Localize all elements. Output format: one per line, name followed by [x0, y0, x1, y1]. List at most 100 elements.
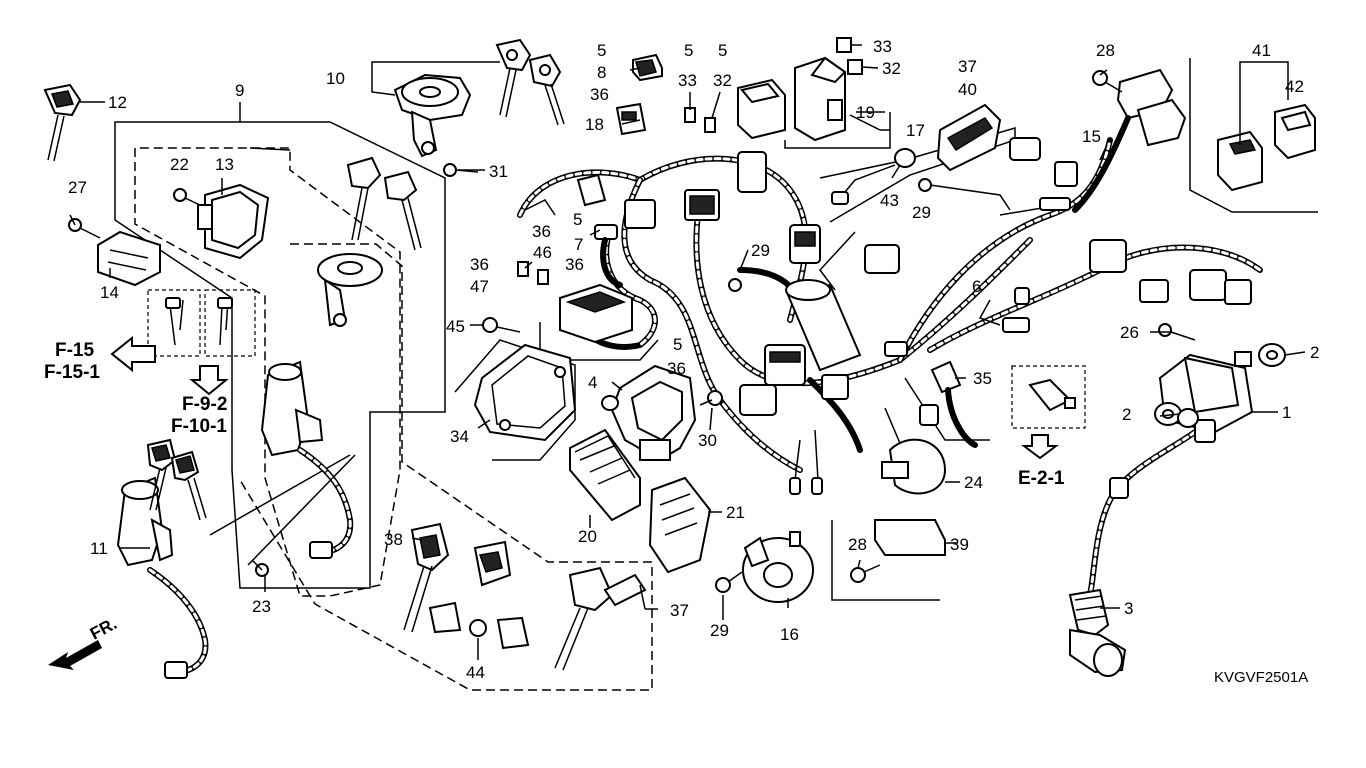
starter-relay: [794, 56, 847, 142]
sensor-43: [831, 148, 916, 205]
callout-2-lower: 2: [1122, 405, 1131, 424]
fuse-holder-18: [615, 102, 647, 136]
callout-3: 3: [1124, 599, 1133, 618]
callout-24: 24: [964, 473, 983, 492]
callout-22: 22: [170, 155, 189, 174]
keys-group-9: [346, 156, 422, 251]
condenser-cylinder: [785, 279, 862, 372]
seat-lock-body-9: [317, 253, 383, 327]
callout-1: 1: [1282, 403, 1291, 422]
callout-8: 8: [597, 63, 606, 82]
harness-connectors: [624, 137, 1252, 416]
regulator-rectifier: [648, 476, 712, 574]
callout-16: 16: [780, 625, 799, 644]
relay-42: [1274, 103, 1316, 160]
front-sub-harness: [1072, 68, 1187, 213]
lock-mechanism-9: [260, 360, 354, 559]
spark-plug-cap: [1068, 588, 1127, 677]
callout-41: 41: [1252, 41, 1271, 60]
key-38: [403, 522, 530, 650]
callout-26: 26: [1120, 323, 1139, 342]
callout-36-c: 36: [470, 255, 489, 274]
callout-37-b: 37: [670, 601, 689, 620]
fuses-top: [684, 37, 863, 133]
callout-28-a: 28: [1096, 41, 1115, 60]
relay-bracket: [601, 364, 697, 462]
callout-13: 13: [215, 155, 234, 174]
callout-19: 19: [856, 103, 875, 122]
callout-17: 17: [906, 121, 925, 140]
seat-lock-assembly: [197, 183, 270, 260]
callout-40: 40: [958, 80, 977, 99]
ignition-coil: [1087, 351, 1254, 598]
callout-29-a: 29: [751, 241, 770, 260]
diagram-code: KVGVF2501A: [1214, 669, 1308, 686]
seat-lock-cylinder: [393, 73, 472, 158]
callout-43: 43: [880, 191, 899, 210]
bolts: [68, 70, 1196, 593]
fuse-box: [517, 261, 633, 344]
callout-39: 39: [950, 535, 969, 554]
callout-15: 15: [1082, 127, 1101, 146]
callout-7: 7: [574, 235, 583, 254]
callout-4: 4: [588, 373, 597, 392]
callout-23: 23: [252, 597, 271, 616]
callout-32-a: 32: [882, 59, 901, 78]
ecm-unit: [473, 343, 577, 442]
callout-5-c: 5: [718, 41, 727, 60]
mount-bracket-39: [874, 519, 946, 556]
leader-lines: [69, 44, 1306, 660]
ref-f-10-1: F-10-1: [171, 416, 227, 437]
callout-5-b: 5: [684, 41, 693, 60]
callout-28-b: 28: [848, 535, 867, 554]
terminal-pins: [165, 297, 233, 346]
relay-19: [737, 78, 786, 140]
callout-37-a: 37: [958, 57, 977, 76]
callout-20: 20: [578, 527, 597, 546]
connector-8: [632, 53, 663, 82]
front-label: FR.: [87, 614, 120, 644]
callout-numbers: 1 2 2 3 4 5 5 5 5 5 6 7 8 9 10 11 12 13 …: [68, 37, 1319, 682]
seat-lock-bracket: [97, 230, 161, 287]
callout-6: 6: [972, 277, 981, 296]
callout-47: 47: [470, 277, 489, 296]
callout-33-b: 33: [678, 71, 697, 90]
key-37: [554, 566, 647, 671]
callout-29-c: 29: [912, 203, 931, 222]
callout-14: 14: [100, 283, 119, 302]
callout-35: 35: [973, 369, 992, 388]
callout-36-e: 36: [667, 359, 686, 378]
ref-f-15-1: F-15-1: [44, 362, 100, 383]
callout-18: 18: [585, 115, 604, 134]
callout-29-b: 29: [710, 621, 729, 640]
sensor-e2: [1028, 378, 1076, 412]
grommet-upper: [1258, 343, 1286, 367]
bolt-45: [482, 317, 521, 333]
callout-36-a: 36: [590, 85, 609, 104]
callout-2-upper: 2: [1310, 343, 1319, 362]
ignition-switch: [116, 438, 209, 679]
sub-harness: [1002, 317, 1030, 333]
control-unit: [569, 428, 641, 522]
callout-12: 12: [108, 93, 127, 112]
ref-f-15: F-15: [55, 340, 95, 361]
pressure-sensor: [919, 360, 978, 448]
reference-arrows: [110, 335, 1059, 460]
key-blank-pair-10: [495, 38, 565, 126]
callout-5-e: 5: [673, 335, 682, 354]
relay-41: [1217, 130, 1263, 192]
callout-5-d: 5: [573, 210, 582, 229]
callout-36-d: 36: [565, 255, 584, 274]
ref-e-2-1: E-2-1: [1018, 468, 1065, 489]
callout-34: 34: [450, 427, 469, 446]
callout-45: 45: [446, 317, 465, 336]
callout-10: 10: [326, 69, 345, 88]
callout-33-a: 33: [873, 37, 892, 56]
callout-38: 38: [384, 530, 403, 549]
ref-f-9-2: F-9-2: [182, 394, 227, 415]
wire-clip: [524, 173, 607, 216]
callout-44: 44: [466, 663, 485, 682]
callout-30: 30: [698, 431, 717, 450]
horn: [742, 531, 814, 603]
cdi-unit: [936, 103, 1002, 172]
